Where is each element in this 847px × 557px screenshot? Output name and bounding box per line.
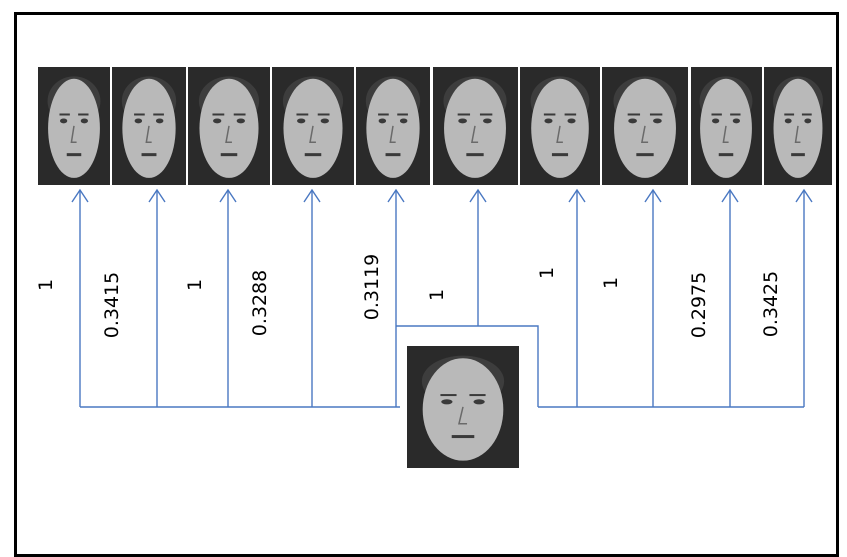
score-label-5: 0.3119 xyxy=(361,254,383,320)
arrow-head-3 xyxy=(219,188,237,203)
score-label-6: 1 xyxy=(426,289,448,301)
gallery-face-5 xyxy=(356,67,430,185)
gallery-face-8 xyxy=(602,67,688,185)
gallery-face-3 xyxy=(188,67,270,185)
score-label-9: 0.2975 xyxy=(688,272,710,338)
gallery-face-10 xyxy=(764,67,832,185)
query-face xyxy=(407,346,519,468)
right-branch-line xyxy=(396,325,539,407)
arrow-head-9 xyxy=(721,188,739,203)
tile-separator-1 xyxy=(431,67,433,185)
score-label-2: 0.3415 xyxy=(101,272,123,338)
gallery-face-2 xyxy=(112,67,186,185)
query-face-image xyxy=(407,346,519,468)
gallery-strip xyxy=(38,67,832,185)
gallery-face-9 xyxy=(690,67,762,185)
score-label-10: 0.3425 xyxy=(760,271,782,337)
arrow-head-5 xyxy=(387,188,405,203)
tile-separator-2 xyxy=(689,67,691,185)
gallery-face-6 xyxy=(432,67,518,185)
arrow-head-1 xyxy=(71,188,89,203)
score-label-3: 1 xyxy=(184,279,206,291)
score-label-7: 1 xyxy=(536,267,558,279)
gallery-face-7 xyxy=(520,67,600,185)
arrow-head-10 xyxy=(795,188,813,203)
score-label-8: 1 xyxy=(600,277,622,289)
connector-lines xyxy=(71,188,813,408)
similarity-scores: 1 0.3415 1 0.3288 0.3119 1 1 1 0.2975 0.3425 xyxy=(35,254,782,338)
score-label-1: 1 xyxy=(35,279,57,291)
arrow-head-6 xyxy=(469,188,487,203)
arrow-head-4 xyxy=(303,188,321,203)
arrow-head-8 xyxy=(644,188,662,203)
arrow-head-7 xyxy=(568,188,586,203)
arrow-head-2 xyxy=(148,188,166,203)
gallery-face-1 xyxy=(38,67,110,185)
score-label-4: 0.3288 xyxy=(249,270,271,336)
gallery-face-4 xyxy=(272,67,354,185)
